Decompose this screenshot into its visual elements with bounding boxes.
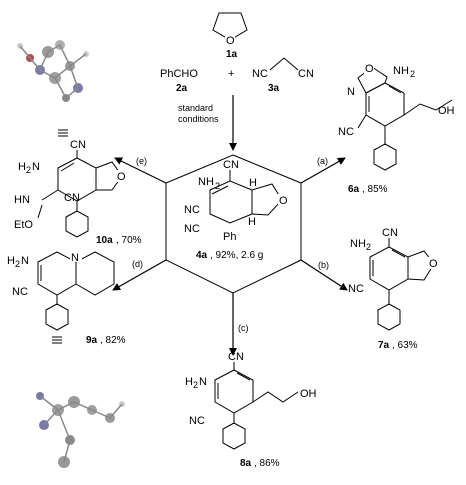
atom-cn: CN [223, 159, 239, 171]
atom-hn: HN [14, 194, 30, 206]
crystal-structure-9a [36, 392, 125, 468]
atom-nh2-sub: 2 [193, 380, 198, 390]
atom-nh2: NH [350, 238, 366, 250]
atom-nh2-sub: 2 [26, 165, 31, 175]
arrow-route-e [114, 157, 167, 184]
atom-o: O [429, 258, 438, 270]
arrow-label-line2: conditions [178, 114, 219, 124]
plus-sign: + [228, 68, 234, 80]
atom-eto: EtO [14, 219, 33, 231]
atom-nc: NC [184, 204, 200, 216]
atom-cn: CN [228, 351, 244, 363]
atom-cn: CN [298, 68, 314, 80]
arrow-label-line1: standard [178, 103, 213, 113]
reactant-malononitrile-code: 3a [268, 83, 280, 94]
atom-nc: NC [12, 286, 28, 298]
atom-cn: CN [70, 139, 86, 151]
atom-n: N [347, 86, 355, 98]
atom-h: H [248, 216, 256, 228]
atom-cn: CN [64, 192, 80, 204]
product-6a-code: 6a [348, 184, 360, 195]
route-label-e: (e) [136, 156, 147, 166]
route-label-a: (a) [317, 156, 328, 166]
atom-nh2-h: H [7, 255, 15, 267]
product-9a-code: 9a [86, 335, 98, 346]
compound-7a: O CN NH 2 NC 7a , 63% [348, 227, 438, 351]
atom-nc: NC [348, 283, 364, 295]
atom-nh2-sub: 2 [366, 242, 371, 252]
route-label-d: (d) [132, 259, 143, 269]
atom-nh2-n: N [32, 161, 40, 173]
product-6a-yield: , 85% [362, 184, 388, 195]
compound-6a: N O NH 2 OH NC 6a , 85% [338, 62, 455, 195]
product-8a-code: 8a [240, 458, 252, 469]
atom-nc: NC [189, 415, 205, 427]
reactant-aldehyde: PhCHO 2a [160, 68, 198, 94]
atom-nh2-h: H [185, 376, 193, 388]
product-10a-code: 10a [96, 235, 113, 246]
atom-o: O [279, 195, 288, 207]
atom-o: O [365, 63, 374, 75]
product-10a-yield: , 70% [116, 235, 142, 246]
reactant-thf: O 1a [212, 12, 248, 60]
reactant-thf-code: 1a [226, 49, 238, 60]
reactant-aldehyde-formula: PhCHO [160, 68, 198, 80]
reactant-aldehyde-code: 2a [176, 83, 188, 94]
product-7a-yield: , 63% [392, 340, 418, 351]
center-yield: , 92%, 2.6 g [210, 250, 263, 261]
arrow-route-b [300, 259, 348, 291]
atom-oh: OH [300, 388, 317, 400]
atom-nh2-n: N [21, 255, 29, 267]
atom-cn: CN [382, 227, 398, 239]
atom-h: H [249, 177, 257, 189]
atom-nh2-sub: 2 [15, 259, 20, 269]
atom-nc: NC [184, 223, 200, 235]
atom-oh: OH [438, 105, 455, 117]
product-8a-yield: , 86% [254, 458, 280, 469]
route-label-c: (c) [238, 323, 249, 333]
route-label-b: (b) [318, 260, 329, 270]
product-7a-code: 7a [378, 340, 390, 351]
compound-9a: N H 2 N NC 9a , 82% [7, 250, 126, 346]
compound-8a: CN H 2 N NC OH 8a , 86% [185, 351, 317, 469]
center-code: 4a [196, 250, 208, 261]
atom-nh2-n: N [199, 376, 207, 388]
atom-nc: NC [338, 126, 354, 138]
product-9a-yield: , 82% [100, 335, 126, 346]
atom-o: O [226, 35, 235, 47]
atom-nh2-sub: 2 [410, 69, 415, 79]
crystal-structure-10a [17, 40, 89, 102]
atom-nh2-h: H [18, 161, 26, 173]
atom-ph: Ph [223, 231, 236, 243]
compound-4a: CN NH 2 H H O NC NC Ph 4a , 92%, 2.6 g [184, 159, 288, 261]
arrow-route-a [300, 157, 346, 184]
atom-nc: NC [252, 68, 268, 80]
reactant-malononitrile: NC CN 3a [252, 57, 314, 94]
arrow-route-d [112, 259, 167, 291]
compound-10a: O CN H 2 N HN CN EtO 10a , 70% [14, 129, 142, 246]
atom-n: N [71, 252, 79, 264]
atom-nh2-sub: 2 [215, 181, 220, 191]
atom-o: O [117, 171, 126, 183]
atom-nh2: NH [393, 65, 409, 77]
atom-nh2: NH [198, 176, 214, 188]
